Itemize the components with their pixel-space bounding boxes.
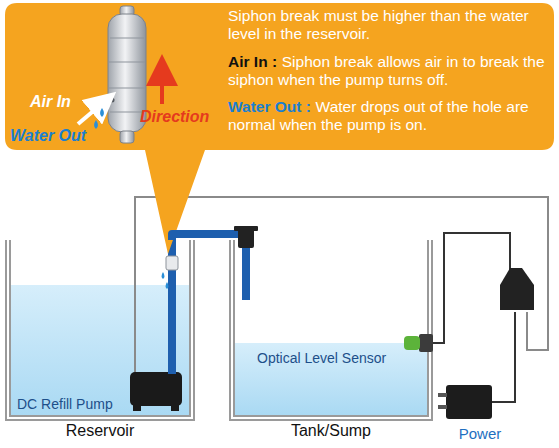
water-out-label: Water Out	[10, 127, 86, 145]
water-drop	[100, 108, 104, 117]
water-drop	[166, 282, 169, 289]
part-hole	[110, 98, 115, 103]
sensor-body	[419, 334, 433, 352]
part-ring	[109, 38, 145, 112]
tank-wall-inner	[232, 240, 430, 418]
note-paragraph: Air In :Siphon break allows air in to br…	[228, 53, 550, 90]
power-adapter-group: Power	[430, 380, 530, 445]
power-label: Power	[430, 425, 530, 442]
callout	[5, 3, 554, 254]
part-label: DC Refill Pump	[17, 396, 113, 412]
sensor-tip	[404, 336, 420, 350]
note-paragraph: Siphon break must be higher than the wat…	[228, 7, 550, 44]
pump-cable	[135, 197, 548, 374]
power-cable	[492, 312, 515, 402]
pump-foot	[171, 405, 179, 411]
water-drop	[94, 120, 98, 129]
sensor-cable	[432, 233, 510, 343]
note-paragraph: Water Out :Water drops out of the hole a…	[228, 98, 550, 135]
tank-water	[235, 343, 427, 416]
direction-label: Direction	[140, 108, 209, 126]
siphon-break	[166, 256, 178, 270]
term-label: Air In :	[228, 53, 277, 70]
siphon-break-part	[120, 131, 134, 143]
part-label: Optical Level Sensor	[257, 350, 386, 366]
air-in-arrow	[78, 102, 104, 124]
container-label: Reservoir	[5, 422, 195, 440]
callout-text-block: Siphon break must be higher than the wat…	[228, 7, 550, 144]
adapter-prong	[438, 393, 447, 397]
tank-container: Tank/Sump Optical Level Sensor	[229, 240, 433, 445]
reservoir-wall-inner	[8, 240, 192, 418]
term-label: Water Out :	[228, 98, 311, 115]
tank-wall	[232, 240, 430, 418]
reservoir-container: Reservoir DC Refill Pump	[5, 240, 195, 445]
hose	[172, 234, 246, 240]
check-valve	[234, 226, 258, 231]
reservoir-water	[11, 285, 189, 416]
callout-box: Siphon break must be higher than the wat…	[5, 3, 554, 150]
water-drop	[162, 272, 165, 279]
power-adapter	[446, 385, 492, 419]
container-label: Tank/Sump	[229, 422, 433, 440]
pump-foot	[133, 405, 141, 411]
air-in-label: Air In	[30, 93, 71, 111]
reservoir-wall	[8, 240, 192, 418]
adapter-prong	[438, 405, 447, 409]
controller	[500, 268, 534, 310]
refill-pump	[130, 372, 182, 406]
note-text: Siphon break must be higher than the wat…	[228, 7, 529, 42]
direction-arrow	[160, 70, 164, 104]
